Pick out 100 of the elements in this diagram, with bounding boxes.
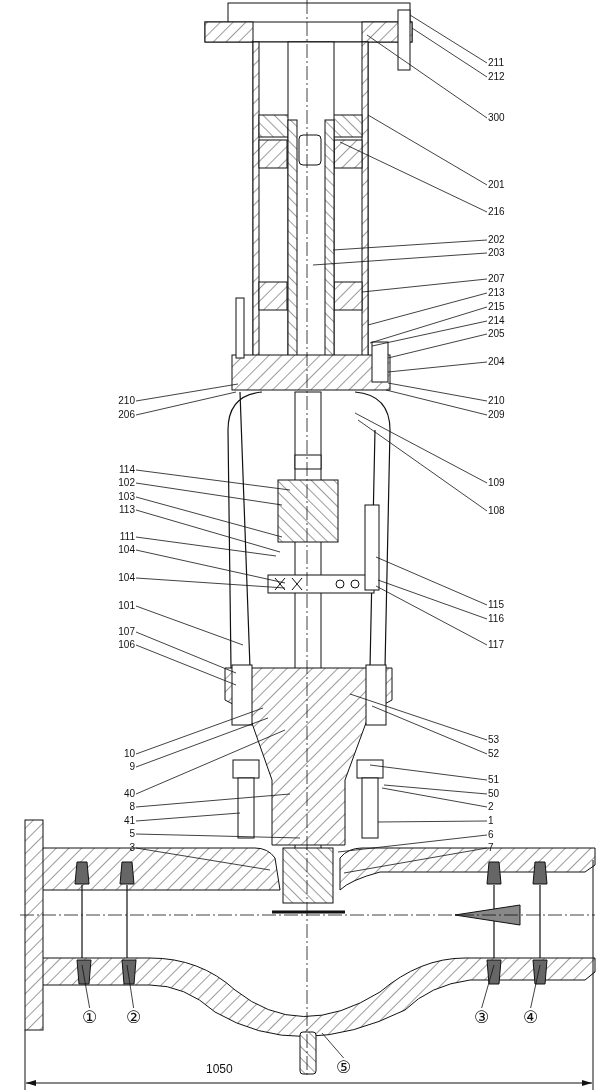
leader-line — [135, 847, 271, 871]
callout-number: 211 — [488, 57, 504, 69]
callout-number: 204 — [488, 356, 505, 368]
leader-line — [135, 509, 281, 553]
leader-line — [411, 27, 488, 78]
callout-number: 101 — [118, 600, 135, 612]
leader-line — [369, 764, 488, 781]
leader-line — [377, 579, 488, 620]
leader-line — [377, 820, 488, 823]
circled-callout-number: ⑤ — [336, 1058, 352, 1076]
callout-number: 2 — [488, 801, 494, 813]
callout-number: 106 — [118, 639, 135, 651]
leader-line — [81, 964, 91, 1009]
leader-line — [385, 389, 488, 416]
callout-number: 104 — [118, 572, 135, 584]
callout-number: 203 — [488, 247, 505, 259]
callout-number: 214 — [488, 315, 505, 327]
leader-line — [135, 469, 291, 491]
leader-line — [339, 141, 488, 213]
callout-number: 205 — [488, 328, 505, 340]
leader-line — [381, 787, 488, 808]
callout-number: 201 — [488, 179, 505, 191]
callout-number: 207 — [488, 273, 505, 285]
callout-number: 115 — [488, 599, 504, 611]
callout-number: 210 — [118, 395, 135, 407]
callout-number: 51 — [488, 774, 500, 786]
leader-line — [409, 14, 488, 64]
leader-line — [135, 793, 291, 808]
circled-callout-number: ④ — [523, 1008, 539, 1026]
callout-number: 108 — [488, 505, 505, 517]
callout-number: 216 — [488, 206, 505, 218]
callout-number: 300 — [488, 112, 505, 124]
leader-line — [312, 252, 488, 266]
callout-number: 1 — [488, 815, 494, 827]
callout-number: 103 — [118, 491, 135, 503]
leader-line — [349, 693, 488, 741]
leader-line — [367, 292, 488, 326]
callout-number: 52 — [488, 748, 500, 760]
dimension-label: 1050 — [206, 1062, 233, 1076]
callout-number: 50 — [488, 788, 500, 800]
callout-number: 3 — [129, 842, 135, 854]
callout-number: 215 — [488, 301, 505, 313]
leader-line — [481, 964, 495, 1009]
callout-number: 117 — [488, 639, 504, 651]
callout-number: 114 — [119, 464, 135, 476]
leader-line — [332, 239, 488, 251]
callout-number: 206 — [118, 409, 135, 421]
callout-number: 209 — [488, 409, 505, 421]
leader-line — [135, 383, 239, 402]
leader-line — [126, 964, 135, 1009]
callout-number: 10 — [123, 748, 135, 760]
leader-line — [367, 114, 488, 186]
leader-line — [375, 585, 488, 646]
leader-line — [135, 605, 244, 646]
leader-line — [357, 419, 488, 512]
circled-callout-number: ② — [126, 1008, 142, 1026]
callout-number: 7 — [488, 842, 494, 854]
callout-number: 202 — [488, 234, 505, 246]
leader-line — [135, 707, 264, 755]
callout-number: 9 — [129, 761, 135, 773]
leader-line — [375, 556, 488, 606]
callout-number: 102 — [118, 477, 135, 489]
callout-number: 6 — [488, 829, 494, 841]
callout-number: 111 — [119, 531, 135, 543]
callout-number: 107 — [118, 626, 135, 638]
leader-line — [321, 1032, 345, 1059]
callout-number: 53 — [488, 734, 500, 746]
leader-line — [361, 278, 488, 293]
leader-line — [135, 644, 237, 686]
callout-number: 113 — [119, 504, 135, 516]
leader-line — [369, 306, 488, 344]
leader-line — [530, 964, 541, 1009]
leader-line — [135, 717, 269, 768]
callout-number: 104 — [118, 544, 135, 556]
callout-number: 8 — [129, 801, 135, 813]
leader-line — [343, 847, 488, 874]
leader-line — [135, 549, 286, 584]
leader-line — [354, 412, 488, 484]
callout-number: 213 — [488, 287, 505, 299]
leader-line — [135, 729, 286, 795]
leader-line — [135, 812, 241, 822]
callout-number: 109 — [488, 477, 505, 489]
leader-line — [135, 631, 237, 674]
circled-callout-number: ① — [82, 1008, 98, 1026]
leader-line — [135, 536, 277, 557]
callout-number: 41 — [123, 815, 135, 827]
leader-line — [383, 784, 488, 795]
leader-line — [387, 382, 488, 402]
circled-callout-number: ③ — [474, 1008, 490, 1026]
callout-number: 210 — [488, 395, 505, 407]
callout-number: 5 — [129, 828, 135, 840]
leader-line — [135, 391, 237, 416]
leader-line — [366, 34, 488, 119]
leader-line — [371, 705, 488, 755]
leader-line — [135, 577, 286, 589]
callout-number: 116 — [488, 613, 504, 625]
callout-number: 212 — [488, 71, 505, 83]
leader-line — [337, 834, 488, 853]
leader-line — [387, 361, 488, 373]
leader-line — [135, 833, 301, 839]
